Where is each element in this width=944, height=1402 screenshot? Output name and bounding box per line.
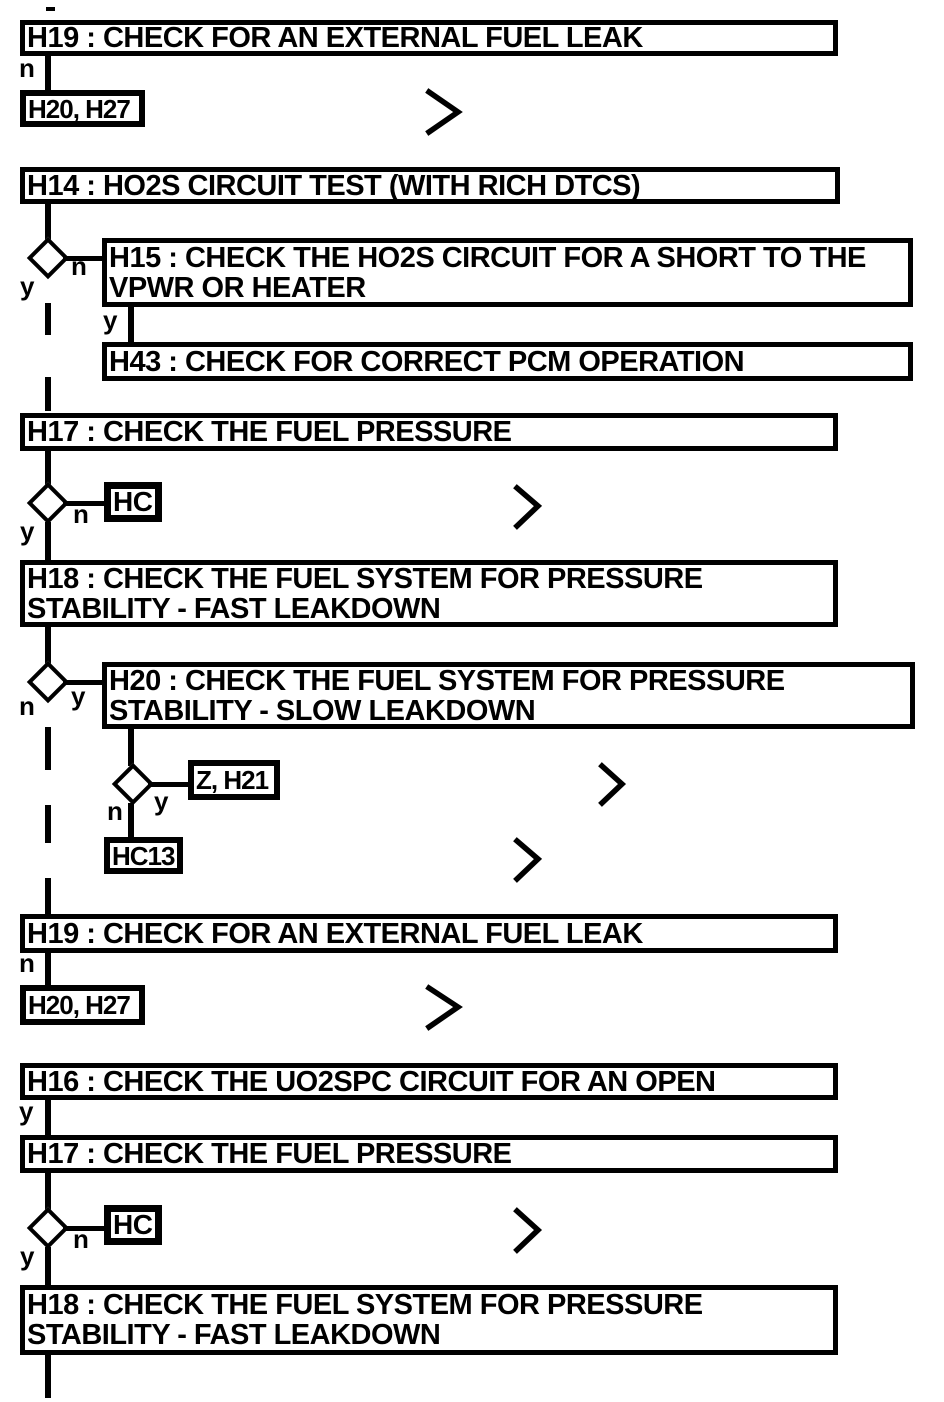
dashed-connector-segment [45,303,51,335]
step-box-hc13: HC13 [104,837,183,874]
dashed-connector-segment [45,878,51,916]
step-box-hc-top: HC [104,482,162,522]
connector-decision-to-h18 [45,522,51,561]
connector-h18-to-decision [45,627,51,665]
branch-label-yes: y [103,305,118,335]
connector-h19-top-to-h20h27 [45,56,51,92]
connector-h14-to-decision [45,204,51,240]
branch-label-yes: y [19,1096,34,1126]
step-box-z-h21: Z, H21 [188,760,280,800]
connector-decision-to-hc [63,1226,106,1231]
step-box-h17-bottom: H17 : CHECK THE FUEL PRESSURE [20,1135,838,1173]
connector-decision-to-hc [63,501,106,506]
step-box-hc-bottom: HC [104,1205,162,1245]
chevron-right-icon [425,984,463,1031]
branch-label-no: n [19,53,35,83]
branch-label-yes: y [20,516,35,546]
step-box-h20-slow: H20 : CHECK THE FUEL SYSTEM FOR PRESSURE… [102,662,915,729]
branch-label-yes: y [71,681,86,711]
branch-label-no: n [73,499,89,529]
chevron-right-icon [513,484,543,530]
branch-label-no: n [19,948,35,978]
chevron-right-icon [425,88,463,136]
connector-decision-to-hc13 [128,803,134,838]
branch-label-no: n [107,796,123,826]
step-box-h20-h27-bottom: H20, H27 [20,985,145,1025]
branch-label-no: n [19,691,35,721]
dashed-connector-segment [45,727,51,770]
connector-h19-to-h20h27 [45,953,51,989]
dashed-connector-segment [45,805,51,843]
step-box-h16: H16 : CHECK THE UO2SPC CIRCUIT FOR AN OP… [20,1063,838,1100]
connector-decision-to-h18 [45,1247,51,1286]
connector-h17-to-decision [45,1173,51,1210]
connector-h15-to-h43 [128,307,134,342]
step-box-h15: H15 : CHECK THE HO2S CIRCUIT FOR A SHORT… [102,238,913,307]
step-box-h19-bottom: H19 : CHECK FOR AN EXTERNAL FUEL LEAK [20,914,838,953]
connector-h16-to-h17 [45,1100,51,1135]
step-box-h14: H14 : HO2S CIRCUIT TEST (WITH RICH DTCS) [20,167,840,204]
branch-label-no: n [73,1224,89,1254]
step-box-h43: H43 : CHECK FOR CORRECT PCM OPERATION [102,342,913,381]
chevron-right-icon [513,1207,543,1254]
connector-decision-to-z-h21 [148,782,189,787]
connector-h20-to-decision [128,729,134,766]
connector-decision-to-h15 [63,256,103,261]
branch-label-yes: y [154,786,169,816]
step-box-h20-h27-top: H20, H27 [20,90,145,127]
connector-h18-continues [45,1355,51,1398]
step-box-h18-top: H18 : CHECK THE FUEL SYSTEM FOR PRESSURE… [20,560,838,627]
step-box-h19-top: H19 : CHECK FOR AN EXTERNAL FUEL LEAK [20,20,838,56]
branch-label-yes: y [20,1241,35,1271]
step-box-h18-bottom: H18 : CHECK THE FUEL SYSTEM FOR PRESSURE… [20,1285,838,1355]
connector-h17-to-decision [45,451,51,485]
chevron-right-icon [513,837,543,883]
chevron-right-icon [598,762,627,807]
connector-decision-to-h20 [63,680,103,685]
branch-label-yes: y [20,271,35,301]
dashed-connector-segment [45,377,51,411]
dashed-connector-fragment [46,7,55,11]
step-box-h17-top: H17 : CHECK THE FUEL PRESSURE [20,413,838,451]
